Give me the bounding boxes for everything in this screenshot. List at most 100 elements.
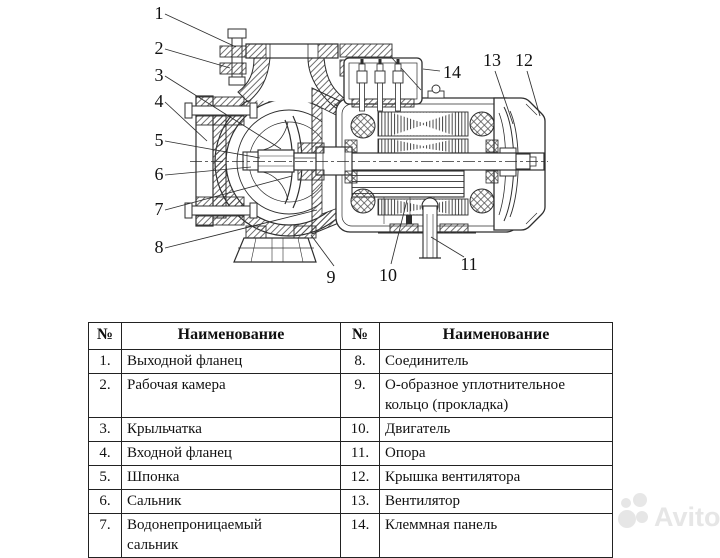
bearing-rear-bottom bbox=[485, 170, 499, 184]
gland-seal-bottom bbox=[297, 169, 325, 181]
callout-1-leader bbox=[164, 13, 237, 48]
callout-9-label: 9 bbox=[327, 267, 336, 287]
callout-5-leader bbox=[164, 140, 261, 159]
parts-table: № Наименование № Наименование 1. Выходно… bbox=[88, 322, 613, 558]
part-number-cell: 5. bbox=[88, 465, 122, 490]
bearing-rear-top bbox=[485, 139, 499, 153]
lifting-eye bbox=[431, 84, 441, 94]
part-number-cell: 12. bbox=[340, 465, 380, 490]
part-name-cell: Крыльчатка bbox=[121, 417, 341, 442]
part-number-cell: 14. bbox=[340, 513, 380, 558]
col-header-num-left: № bbox=[88, 322, 122, 350]
motor-foot-left bbox=[389, 223, 419, 234]
part-name-cell: Вентилятор bbox=[379, 489, 613, 514]
callout-5-label: 5 bbox=[155, 130, 164, 150]
avito-watermark-text: Avito bbox=[654, 502, 720, 532]
col-header-num-right: № bbox=[340, 322, 380, 350]
rotor bbox=[351, 170, 465, 198]
pump-cross-section-drawing: 1 2 3 4 5 6 7 8 9 10 11 12 13 14 bbox=[155, 3, 548, 287]
inlet-flange bbox=[184, 95, 258, 227]
part-number-cell: 9. bbox=[340, 373, 380, 418]
callout-6-label: 6 bbox=[155, 164, 164, 184]
callout-12-label: 12 bbox=[515, 50, 533, 70]
callout-4-leader bbox=[164, 101, 208, 142]
avito-logo-icon bbox=[618, 493, 648, 528]
callout-3-label: 3 bbox=[155, 65, 164, 85]
bearing-front-bottom bbox=[344, 170, 358, 184]
part-name-cell: Опора bbox=[379, 441, 613, 466]
part-number-cell: 11. bbox=[340, 441, 380, 466]
part-name-cell: О-образное уплотнительное кольцо (прокла… bbox=[379, 373, 613, 418]
callout-13-leader bbox=[494, 70, 514, 125]
table-row: 7. Водонепроницаемый сальник 14. Клеммна… bbox=[88, 513, 613, 558]
col-header-name-right: Наименование bbox=[379, 322, 613, 350]
callout-7-leader bbox=[164, 175, 293, 211]
part-name-cell: Шпонка bbox=[121, 465, 341, 490]
part-name-cell: Входной фланец bbox=[121, 441, 341, 466]
callout-8-label: 8 bbox=[155, 237, 164, 257]
pump-diagram-area: 1 2 3 4 5 6 7 8 9 10 11 12 13 14 bbox=[155, 3, 548, 287]
cover-chamfer-lines bbox=[525, 103, 538, 225]
part-name-cell: Двигатель bbox=[379, 417, 613, 442]
callout-13-label: 13 bbox=[483, 50, 501, 70]
part-number-cell: 1. bbox=[88, 349, 122, 374]
table-row: 4. Входной фланец 11. Опора bbox=[88, 441, 613, 466]
callout-14-label: 14 bbox=[443, 62, 461, 82]
motor-section bbox=[335, 57, 521, 234]
motor-foot-right bbox=[439, 223, 469, 234]
bearing-front-top bbox=[344, 139, 358, 153]
callout-4-label: 4 bbox=[155, 91, 164, 111]
callout-10-leader bbox=[390, 199, 408, 265]
callout-2-leader bbox=[164, 48, 231, 69]
callout-1-label: 1 bbox=[155, 3, 164, 23]
discharge-wall-left bbox=[237, 57, 271, 103]
table-row: 2. Рабочая камера 9. О-образное уплотнит… bbox=[88, 373, 613, 418]
support-leg bbox=[419, 197, 441, 259]
stator-upper bbox=[377, 111, 469, 158]
terminal-box bbox=[343, 57, 423, 112]
part-number-cell: 7. bbox=[88, 513, 122, 558]
part-number-cell: 4. bbox=[88, 441, 122, 466]
callout-12-leader bbox=[526, 70, 541, 117]
table-row: 5. Шпонка 12. Крышка вентилятора bbox=[88, 465, 613, 490]
joint-bolt-left bbox=[245, 225, 267, 239]
part-name-cell: Выходной фланец bbox=[121, 349, 341, 374]
callout-labels: 1 2 3 4 5 6 7 8 9 10 11 12 13 14 bbox=[155, 3, 534, 287]
callout-7-label: 7 bbox=[155, 199, 164, 219]
outlet-bore-lines bbox=[269, 44, 309, 58]
callout-6-leader bbox=[164, 166, 252, 176]
part-number-cell: 10. bbox=[340, 417, 380, 442]
terminal-pins bbox=[356, 59, 404, 112]
part-number-cell: 13. bbox=[340, 489, 380, 514]
outlet-flange-bolt bbox=[219, 28, 247, 86]
table-row: 6. Сальник 13. Вентилятор bbox=[88, 489, 613, 514]
part-name-cell: Водонепроницаемый сальник bbox=[121, 513, 341, 558]
callout-11-leader bbox=[430, 236, 465, 258]
pump-foot bbox=[233, 237, 317, 263]
casing-block-top bbox=[339, 43, 393, 58]
part-name-cell: Сальник bbox=[121, 489, 341, 514]
part-name-cell: Рабочая камера bbox=[121, 373, 341, 418]
callout-2-label: 2 bbox=[155, 38, 164, 58]
outlet-flange-hatch-right bbox=[317, 43, 339, 59]
avito-watermark: Avito bbox=[616, 490, 720, 538]
part-name-cell: Клеммная панель bbox=[379, 513, 613, 558]
table-header-row: № Наименование № Наименование bbox=[88, 322, 613, 350]
col-header-name-left: Наименование bbox=[121, 322, 341, 350]
table-row: 3. Крыльчатка 10. Двигатель bbox=[88, 417, 613, 442]
callout-11-label: 11 bbox=[460, 254, 477, 274]
gland-seal-top bbox=[297, 142, 325, 154]
callout-leaders bbox=[164, 13, 541, 267]
outlet-flange-hatch-left bbox=[245, 43, 267, 59]
part-name-cell: Соединитель bbox=[379, 349, 613, 374]
table-row: 1. Выходной фланец 8. Соединитель bbox=[88, 349, 613, 374]
part-number-cell: 8. bbox=[340, 349, 380, 374]
callout-9-leader bbox=[310, 234, 335, 267]
callout-10-label: 10 bbox=[379, 265, 397, 285]
callout-8-leader bbox=[164, 209, 318, 249]
part-name-cell: Крышка вентилятора bbox=[379, 465, 613, 490]
part-number-cell: 6. bbox=[88, 489, 122, 514]
callout-3-leader bbox=[164, 75, 282, 150]
part-number-cell: 3. bbox=[88, 417, 122, 442]
part-number-cell: 2. bbox=[88, 373, 122, 418]
